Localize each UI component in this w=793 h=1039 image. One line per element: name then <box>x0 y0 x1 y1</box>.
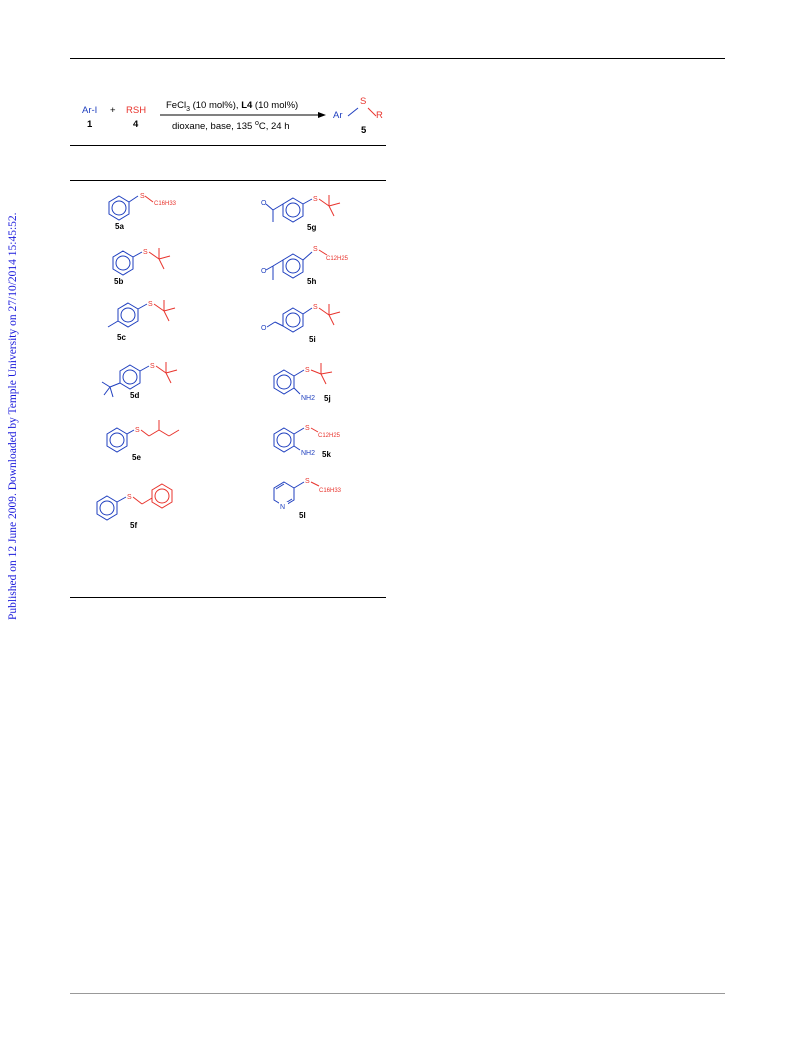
sulfur-atom-label: S <box>135 427 140 434</box>
aryl-iodide-number: 1 <box>87 119 93 130</box>
compound-5b-label: 5b <box>114 277 124 286</box>
alkyl-chain-label: C16H33 <box>319 488 342 494</box>
product-bond-lines <box>347 107 377 117</box>
sulfur-atom-label: S <box>305 425 310 432</box>
amine-group-label: NH2 <box>301 395 315 402</box>
download-watermark: Published on 12 June 2009. Downloaded by… <box>4 212 20 1010</box>
conditions-below-arrow: dioxane, base, 135 oC, 24 h <box>172 120 290 133</box>
compound-5a-label: 5a <box>115 222 124 231</box>
compound-5c-label: 5c <box>117 333 126 342</box>
compound-5h-label: 5h <box>307 277 317 286</box>
oxygen-atom-label: O <box>261 325 267 332</box>
compound-5b-structure: S <box>112 248 171 276</box>
compound-5l-label: 5l <box>299 511 306 520</box>
compound-5i-structure: O S <box>261 304 341 333</box>
sulfur-atom-label: S <box>313 196 318 203</box>
compound-5e-structure: S <box>106 420 180 453</box>
compound-5c-structure: S <box>107 300 176 328</box>
conditions-above-arrow: FeCl3 (10 mol%), L4 (10 mol%) <box>166 100 299 113</box>
sulfur-atom-label: S <box>127 494 132 501</box>
amine-group-label: NH2 <box>301 450 315 457</box>
reaction-scheme: Ar-I 1 + RSH 4 FeCl3 (10 mol%), L4 (10 m… <box>70 88 386 148</box>
alkyl-chain-label: C12H25 <box>318 433 341 439</box>
header-rule <box>70 58 725 59</box>
sulfur-atom-label: S <box>148 301 153 308</box>
compound-5a-structure: S C16H33 <box>108 193 177 221</box>
sulfur-atom-label: S <box>140 193 145 200</box>
sulfur-atom-label: S <box>305 478 310 485</box>
sulfur-atom-label: S <box>313 304 318 311</box>
compound-5h-structure: O S C12H25 <box>261 246 349 280</box>
alkyl-chain-label: C16H33 <box>154 201 177 207</box>
thiol-label: RSH <box>126 105 147 116</box>
compound-5f-label: 5f <box>130 521 138 530</box>
sulfur-atom-label: S <box>313 246 318 253</box>
compound-5l-structure: N S C16H33 <box>273 478 342 511</box>
plus-sign: + <box>110 105 116 116</box>
product-r-label: R <box>376 110 383 121</box>
compound-5i-label: 5i <box>309 335 316 344</box>
sulfur-atom-label: S <box>150 363 155 370</box>
compound-5j-label: 5j <box>324 394 331 403</box>
thiol-number: 4 <box>133 119 139 130</box>
table-bottom-rule <box>70 597 386 598</box>
download-notice-text: Published on 12 June 2009. Downloaded by… <box>7 212 19 620</box>
reaction-arrow <box>160 112 326 118</box>
product-sulfur-label: S <box>360 96 367 107</box>
oxygen-atom-label: O <box>261 200 267 207</box>
compound-5j-structure: NH2 S <box>273 363 333 402</box>
compound-5d-label: 5d <box>130 391 140 400</box>
sulfur-atom-label: S <box>143 249 148 256</box>
oxygen-atom-label: O <box>261 268 267 275</box>
alkyl-chain-label: C12H25 <box>326 256 349 262</box>
footer-rule <box>70 993 725 994</box>
nitrogen-atom-label: N <box>280 504 285 511</box>
product-aryl-label: Ar <box>333 110 343 121</box>
product-number: 5 <box>361 125 367 136</box>
compound-5g-structure: O S <box>261 195 341 223</box>
compound-5f-structure: S <box>96 483 173 521</box>
compound-5g-label: 5g <box>307 223 317 232</box>
compound-5k-label: 5k <box>322 450 331 459</box>
table-top-rule <box>70 180 386 181</box>
sulfur-atom-label: S <box>305 367 310 374</box>
scheme-bottom-rule <box>70 145 386 146</box>
compound-5k-structure: NH2 S C12H25 <box>273 425 341 457</box>
compound-5d-structure: S <box>101 362 178 398</box>
aryl-iodide-label: Ar-I <box>82 105 98 116</box>
compound-5e-label: 5e <box>132 453 141 462</box>
